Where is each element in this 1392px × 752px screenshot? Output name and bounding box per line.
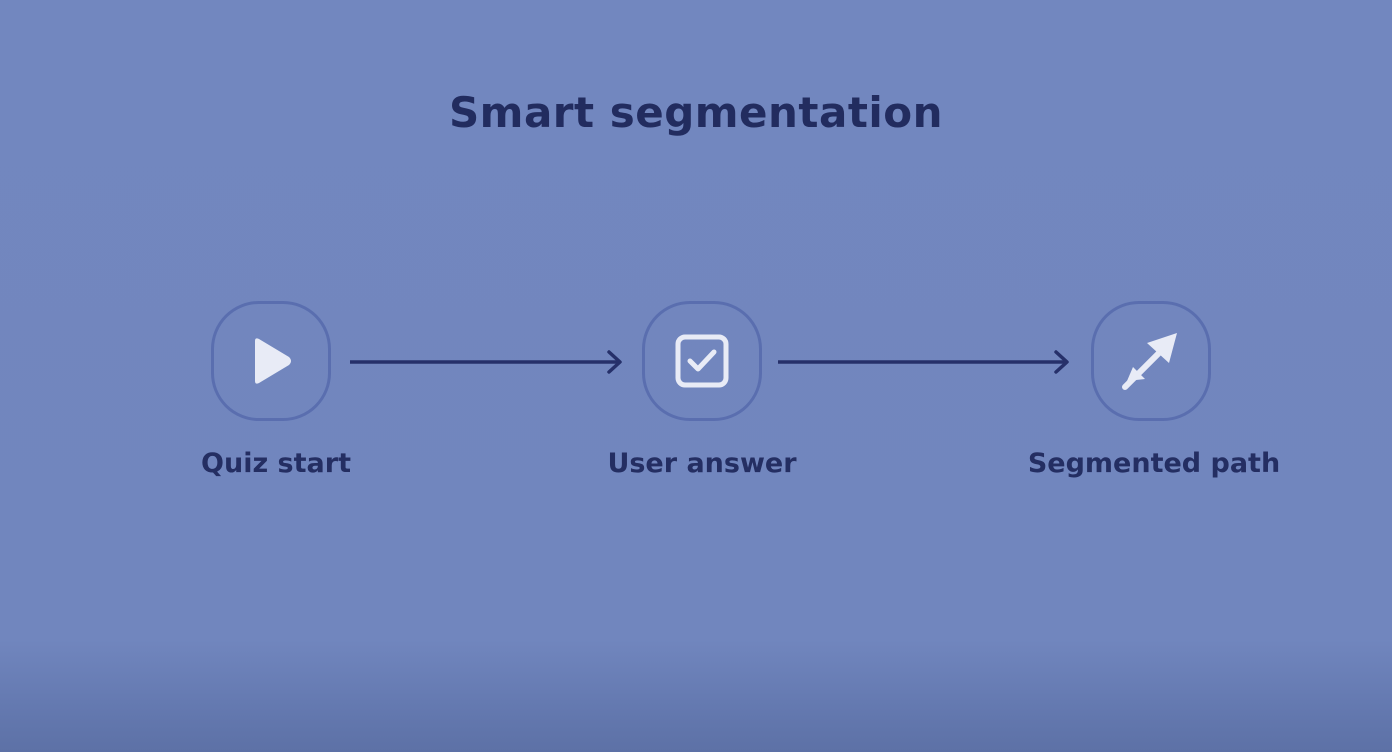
step-label: Quiz start xyxy=(201,448,351,479)
step-label: User answer xyxy=(607,448,797,479)
checkbox-icon xyxy=(675,334,729,388)
page-title: Smart segmentation xyxy=(448,88,944,137)
step-segmented-path-node xyxy=(1091,301,1211,421)
flow-arrow xyxy=(350,350,622,374)
flow-arrow xyxy=(778,350,1069,374)
step-quiz-start-node xyxy=(211,301,331,421)
step-user-answer-node xyxy=(642,301,762,421)
diagonal-arrow-icon xyxy=(1122,333,1177,390)
play-icon xyxy=(255,338,291,384)
step-label: Segmented path xyxy=(1027,448,1281,479)
